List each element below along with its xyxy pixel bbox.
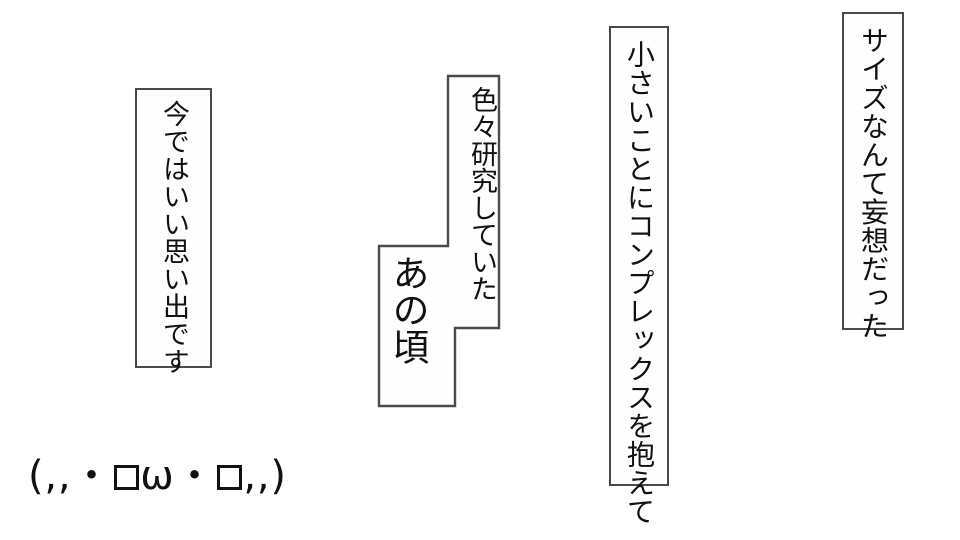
kaomoji-close-paren: ) [270, 453, 287, 499]
kaomoji-right-eye-tofu-box [216, 465, 242, 490]
kaomoji-face: (,,・ω・,,) [28, 443, 287, 501]
speech-panel-illusion: サイズなんて妄想だった [842, 12, 904, 340]
speech-panel-complex-text: 小さいことにコンプレックスを抱えて [623, 40, 656, 526]
kaomoji-left-commas: ,, [44, 453, 72, 499]
speech-panel-stepped: 色々研究していた あの頃 [377, 74, 501, 408]
stepped-panel-outline [377, 74, 501, 408]
kaomoji-open-paren: ( [28, 453, 45, 499]
speech-panel-memory: 今ではいい思い出です [135, 88, 212, 375]
kaomoji-mouth: ω [140, 453, 175, 499]
speech-panel-memory-text: 今ではいい思い出です [158, 100, 189, 376]
stepped-panel-column-study: 色々研究していた [466, 86, 497, 302]
kaomoji-left-dot: ・ [71, 453, 113, 499]
stepped-panel-column-days: あの頃 [386, 254, 429, 365]
kaomoji-right-commas: ,, [243, 453, 271, 499]
speech-panel-illusion-text: サイズなんて妄想だった [857, 26, 890, 341]
kaomoji-right-dot: ・ [174, 453, 216, 499]
speech-panel-complex: 小さいことにコンプレックスを抱えて [609, 26, 669, 526]
kaomoji-left-eye-tofu-box [113, 465, 139, 490]
